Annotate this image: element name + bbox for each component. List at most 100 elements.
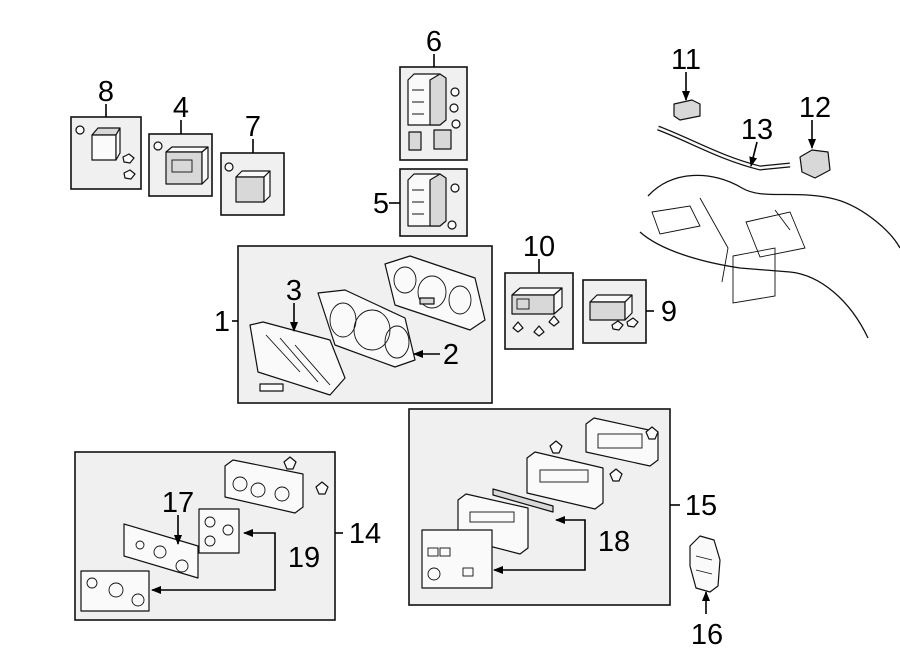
part-18-button-a — [427, 547, 439, 557]
part-9-clip-b — [626, 317, 639, 328]
part-18-button-b — [439, 547, 451, 557]
part-15-screw-c — [609, 468, 623, 482]
part-14-screw-a — [283, 456, 297, 470]
part-14-screw-b — [315, 481, 329, 495]
dashboard-vent — [651, 205, 701, 235]
part-14-group — [74, 451, 343, 621]
part-19-leader-b — [151, 556, 276, 594]
part-17-button-b — [153, 545, 167, 559]
part-7-clip — [224, 162, 234, 172]
part-16-group — [689, 535, 721, 614]
part-18-leader-a — [555, 516, 586, 541]
callout-9: 9 — [661, 296, 677, 328]
dashboard-lower-edge — [639, 231, 869, 339]
part-8-switch — [91, 134, 117, 161]
part-7-switch-side — [263, 170, 271, 203]
part-19-knob-a3 — [204, 535, 216, 547]
part-1-group — [232, 245, 493, 404]
part-10-clip-c — [548, 315, 560, 327]
part-17-button-c — [175, 559, 189, 573]
part-7-switch — [235, 176, 265, 203]
part-19-knob-b1 — [86, 577, 98, 589]
part-18-button-set — [421, 529, 493, 589]
callout-labels: 8 4 7 6 5 1 3 2 10 9 11 12 13 14 17 19 1… — [98, 26, 831, 651]
part-15-panel-b-window — [539, 469, 589, 483]
part-6-cap-b — [433, 129, 452, 150]
part-7-group — [220, 139, 285, 216]
part-16-bracket — [689, 535, 721, 593]
part-10-switch-side — [553, 287, 563, 315]
dashboard-group — [639, 72, 900, 339]
part-15-screw-b — [645, 426, 659, 440]
part-6-switch-side — [429, 73, 447, 126]
dashboard-display — [745, 211, 806, 258]
part-3-lens-tab — [259, 383, 284, 392]
part-6-clip-b — [449, 103, 459, 113]
part-18-button-c — [462, 567, 474, 577]
dashboard-contour — [699, 197, 791, 283]
part-6-clip-c — [451, 119, 461, 129]
part-2-bezel — [317, 289, 416, 368]
part-9-switch — [589, 301, 626, 321]
part-18-leader-b — [493, 541, 586, 574]
part-8-group — [70, 104, 142, 190]
part-8-clip-c — [123, 169, 136, 180]
part-19-knob-a2 — [222, 524, 234, 536]
callout-16: 16 — [691, 619, 723, 651]
part-15-panel-a — [585, 417, 659, 467]
part-8-clip-b — [122, 153, 135, 164]
part-13-sensor-cable-inner — [657, 126, 791, 170]
part-8-switch-side — [115, 127, 121, 161]
part-8-clip-a — [75, 125, 85, 135]
part-4-clip — [153, 141, 163, 151]
part-2-bezel-gauge-b — [353, 309, 391, 351]
part-4-switch — [165, 151, 203, 185]
part-18-knob — [427, 567, 441, 581]
part-19-leader-a — [243, 529, 276, 556]
part-5-clip-b — [447, 220, 457, 230]
part-19-knob-set-b — [80, 570, 150, 612]
part-19-knob-b3 — [131, 593, 145, 607]
callout-3: 3 — [286, 275, 302, 307]
part-10-clip-a — [512, 321, 524, 333]
callout-6: 6 — [426, 26, 442, 58]
part-9-clip-a — [611, 320, 624, 331]
callout-11: 11 — [671, 44, 701, 76]
part-4-switch-side — [201, 146, 209, 185]
part-14-knob-b — [250, 482, 266, 498]
part-1-gauge-c — [448, 285, 472, 315]
callout-4: 4 — [173, 92, 189, 124]
part-17-button-a — [135, 540, 145, 550]
part-15-panel-b — [526, 451, 604, 510]
callout-13: 13 — [741, 114, 773, 146]
part-1-gauge-b — [417, 275, 447, 309]
callout-15: 15 — [685, 490, 717, 522]
part-19-knob-a1 — [204, 516, 216, 528]
callout-18: 18 — [598, 526, 630, 558]
part-1-cluster-body — [384, 255, 486, 331]
callout-17: 17 — [162, 487, 194, 519]
part-14-knob-c — [274, 486, 290, 502]
part-18-strip — [492, 488, 554, 513]
part-5-switch-side — [429, 173, 447, 227]
callout-8: 8 — [98, 76, 114, 108]
callout-12: 12 — [799, 92, 831, 124]
part-10-clip-b — [533, 325, 545, 337]
dashboard-console — [732, 247, 776, 304]
part-19-knob-set-a — [198, 508, 240, 554]
part-13-leader — [749, 141, 758, 167]
part-4-switch-top — [165, 146, 209, 153]
part-19-knob-b2 — [108, 582, 124, 598]
callout-19: 19 — [288, 542, 320, 574]
part-6-cap-a — [408, 131, 422, 151]
callout-2: 2 — [443, 339, 459, 371]
part-15-screw-a — [549, 440, 563, 454]
part-10-group — [504, 259, 574, 350]
part-4-switch-face — [171, 159, 193, 173]
part-15-panel-a-window — [597, 433, 643, 449]
part-6-switch-lines — [412, 89, 424, 115]
part-10-switch-face — [516, 298, 530, 310]
part-1-display — [419, 297, 435, 305]
callout-14: 14 — [349, 518, 381, 550]
